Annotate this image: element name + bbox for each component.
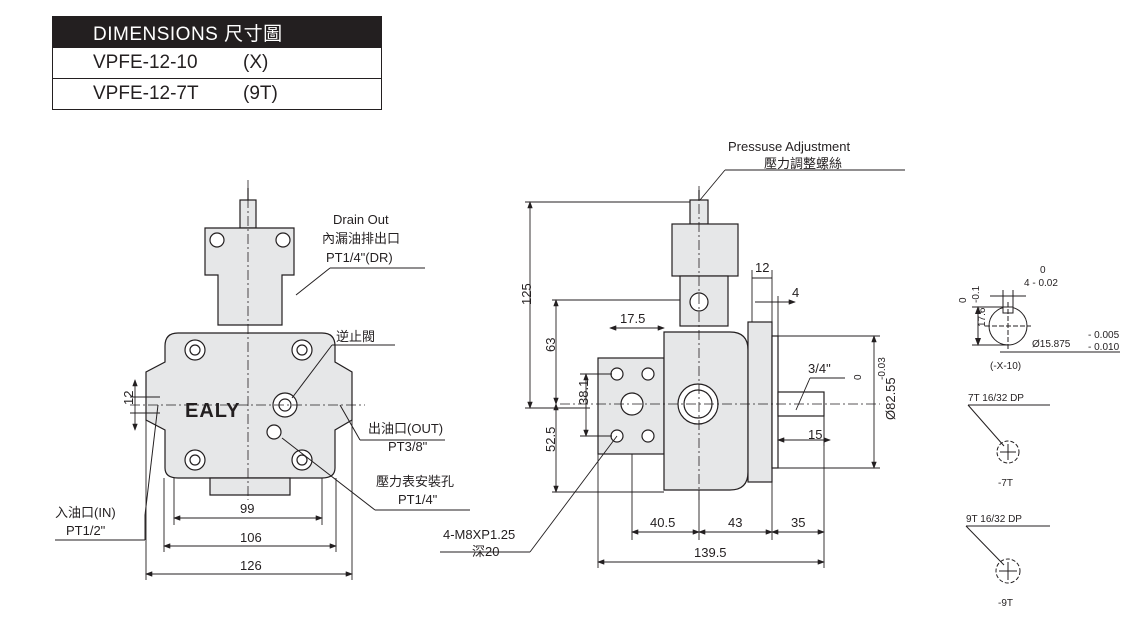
mount-hole (641, 429, 655, 443)
dim-125: 125 (519, 283, 534, 305)
dim-99: 99 (240, 501, 254, 516)
pilot-tol-upper: 0 (853, 374, 864, 380)
inlet-label: 入油口(IN) (55, 505, 116, 520)
height-tol: -0.1 (971, 285, 982, 303)
side-dimensions (440, 169, 905, 568)
key-tol-top: 0 (1040, 265, 1046, 276)
leader-gauge (281, 437, 376, 511)
dim-63: 63 (543, 338, 558, 352)
dim-82-55: Ø82.55 (883, 377, 898, 420)
spline-7t-spec: 7T 16/32 DP (968, 393, 1024, 404)
body-base (209, 477, 291, 496)
model-row: VPFE-12-10 (X) (53, 47, 381, 78)
dim-126: 126 (240, 558, 262, 573)
spline-7t-leader (967, 404, 1005, 447)
dim-12: 12 (121, 391, 136, 405)
dim-38-1: 38.1 (576, 380, 591, 405)
gauge-port (266, 424, 282, 440)
shaft-caption: (-X-10) (990, 361, 1021, 372)
leader-check-valve (291, 344, 333, 399)
height-tol-top: 0 (958, 297, 969, 303)
bolt-center (296, 344, 308, 356)
dim-106: 106 (240, 530, 262, 545)
gauge-port-thread: PT1/4" (398, 492, 438, 507)
mount-hole (610, 367, 624, 381)
leader-adjust (699, 169, 726, 201)
front-view (130, 180, 365, 500)
spline-7t-gear (996, 440, 1020, 464)
leader-outlet (339, 404, 361, 441)
shaft-tol-1: - 0.005 (1088, 330, 1120, 341)
mounting-flange (747, 321, 773, 483)
leader-inlet (144, 404, 159, 516)
cover-block (204, 227, 295, 326)
mount-hole (641, 367, 655, 381)
pilot-tol-lower: -0.03 (877, 357, 888, 380)
dim-35: 35 (791, 515, 805, 530)
model-code: VPFE-12-10 (93, 52, 198, 73)
front-dimensions (130, 379, 353, 580)
outlet-thread: PT3/8" (388, 439, 428, 454)
pump-body (145, 332, 353, 479)
shaft-diameter: Ø15.875 (1032, 339, 1071, 350)
dimensions-table: DIMENSIONS 尺寸圖 VPFE-12-10 (X) VPFE-12-7T… (52, 16, 382, 110)
mount-depth-label: 深20 (472, 544, 499, 559)
key-width: 4 - 0.02 (1024, 278, 1058, 289)
cover-neck (679, 275, 729, 327)
dim-40-5: 40.5 (650, 515, 675, 530)
spline-9t-gear (995, 558, 1021, 584)
front-leaders (55, 267, 470, 541)
mount-holes-label: 4-M8XP1.25 (443, 527, 515, 542)
drain-out-thread: PT1/4"(DR) (326, 250, 393, 265)
dim-43: 43 (728, 515, 742, 530)
dim-52-5: 52.5 (543, 427, 558, 452)
bolt-head (291, 449, 313, 471)
dimensions-header: DIMENSIONS 尺寸圖 (53, 17, 381, 47)
leader-key (795, 377, 811, 411)
bolt-head (184, 449, 206, 471)
model-spec: (9T) (243, 83, 278, 104)
bolt-head (291, 339, 313, 361)
model-row: VPFE-12-7T (9T) (53, 78, 381, 109)
dim-17-5: 17.5 (620, 311, 645, 326)
gauge-port-label: 壓力表安裝孔 (376, 474, 454, 489)
bolt-center (189, 454, 201, 466)
key-size: 3/4" (808, 361, 831, 376)
model-code: VPFE-12-7T (93, 83, 199, 104)
cover-block (671, 223, 739, 277)
brand-logo: EALY (185, 400, 241, 422)
drain-out-zh: 內漏油排出口 (322, 231, 400, 246)
spline-9t-leader (965, 525, 1005, 566)
spline-9t-spec: 9T 16/32 DP (966, 514, 1022, 525)
leader-drain (295, 267, 331, 296)
inlet-thread: PT1/2" (66, 523, 106, 538)
bolt-head (275, 232, 291, 248)
dim-4: 4 (792, 285, 799, 300)
drain-out-en: Drain Out (333, 212, 389, 227)
shaft-tol-2: - 0.010 (1088, 342, 1120, 353)
bolt-center (296, 454, 308, 466)
outlet-label: 出油口(OUT) (368, 421, 443, 436)
spline-7t-label: -7T (998, 478, 1013, 489)
height-17-6: 17.6 (977, 307, 988, 327)
dim-12-side: 12 (755, 260, 769, 275)
bolt-head (209, 232, 225, 248)
bolt-center (189, 344, 201, 356)
dim-139-5: 139.5 (694, 545, 727, 560)
leader-mount-holes (529, 435, 618, 553)
pilot (771, 335, 779, 469)
shaft-detail (965, 290, 1120, 584)
pressure-adjust-zh: 壓力調整螺絲 (764, 156, 842, 171)
model-spec: (X) (243, 52, 269, 73)
bolt-head (184, 339, 206, 361)
side-view (560, 186, 880, 500)
pressure-adjust-en: Pressuse Adjustment (728, 139, 851, 154)
spline-9t-label: -9T (998, 598, 1013, 609)
check-valve-label: 逆止閥 (336, 329, 375, 344)
dim-15: 15 (808, 427, 822, 442)
